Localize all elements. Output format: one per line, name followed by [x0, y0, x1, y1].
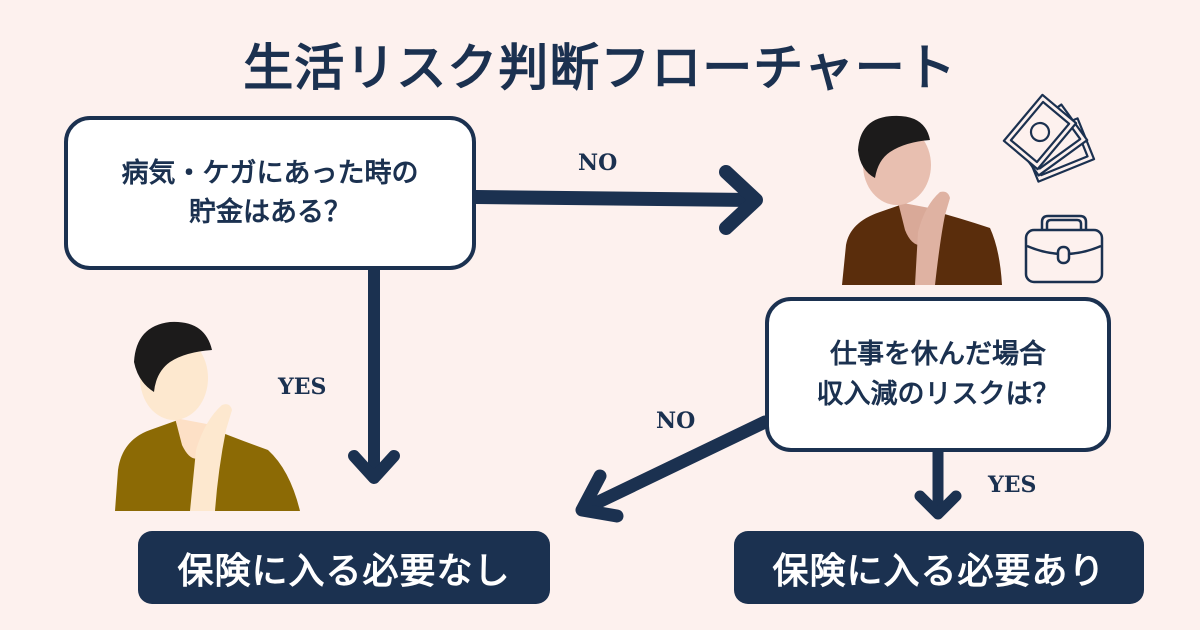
arrow-q1-yes	[348, 264, 400, 484]
thinking-person-illustration-right	[842, 115, 1002, 285]
arrow-q1-no	[469, 165, 763, 235]
edge-label-q2-no: NO	[656, 408, 696, 434]
question-text-line1: 病気・ケガにあった時の	[121, 157, 419, 189]
question-node-savings: 病気・ケガにあった時の 貯金はある？	[64, 116, 476, 270]
edge-label-q1-yes: YES	[278, 374, 327, 400]
thinking-person-illustration-left	[115, 321, 300, 511]
question-text-line1: 仕事を休んだ場合	[830, 339, 1046, 371]
briefcase-icon	[1024, 214, 1104, 284]
result-node-insurance-needed: 保険に入る必要あり	[734, 531, 1144, 604]
question-node-income-risk: 仕事を休んだ場合 収入減のリスクは？	[765, 297, 1111, 452]
result-node-no-insurance-needed: 保険に入る必要なし	[138, 531, 550, 604]
edge-label-q1-no: NO	[578, 150, 618, 176]
banknotes-icon	[1002, 93, 1096, 183]
question-text-line2: 貯金はある？	[189, 197, 351, 228]
question-text-line2: 収入減のリスクは？	[816, 378, 1060, 410]
arrow-q2-no	[575, 415, 772, 523]
edge-label-q2-yes: YES	[988, 472, 1037, 498]
page-title: 生活リスク判断フローチャート	[243, 39, 957, 97]
arrow-q2-yes	[914, 446, 962, 520]
